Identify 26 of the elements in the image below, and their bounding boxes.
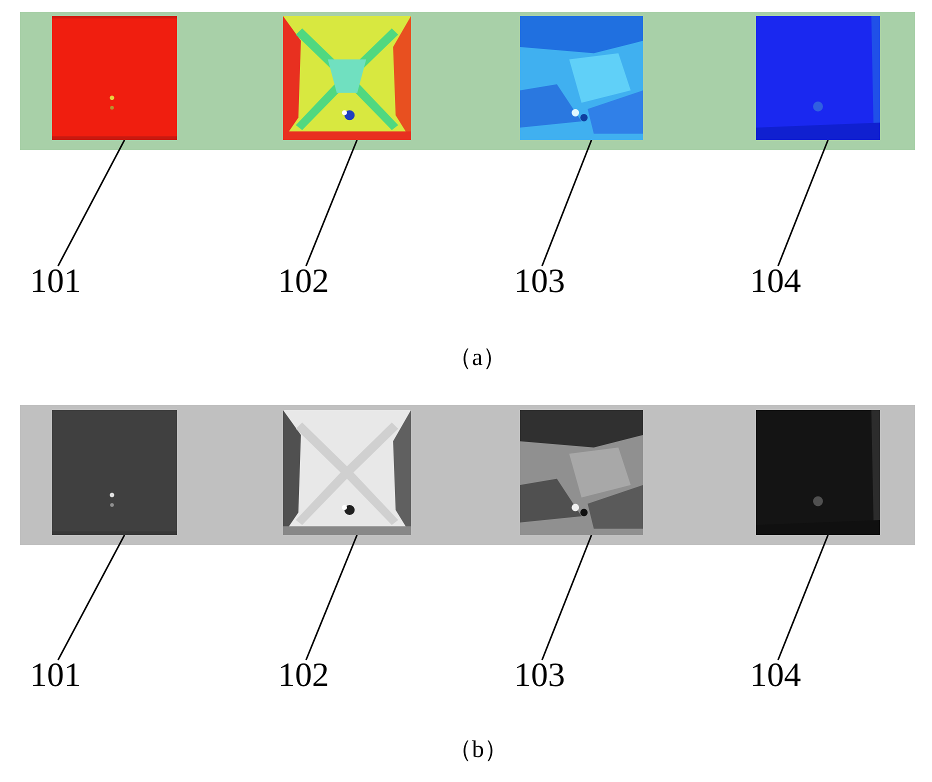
leader-line [541, 534, 592, 660]
leader-line [305, 140, 358, 266]
leader-line [57, 140, 126, 266]
leader-line [777, 534, 829, 660]
callout-number: 101 [30, 262, 81, 302]
leader-line [305, 534, 358, 660]
leader-line [57, 534, 126, 660]
callout-number: 103 [514, 262, 565, 302]
callout-number: 104 [750, 262, 801, 302]
callout-number: 104 [750, 656, 801, 696]
callout-number: 102 [278, 656, 329, 696]
figure-caption: （a） [448, 344, 507, 373]
picture [283, 410, 411, 535]
picture [520, 16, 643, 140]
picture [756, 16, 880, 140]
leader-line [777, 140, 829, 266]
picture [52, 410, 177, 535]
picture [756, 410, 880, 535]
callout-number: 102 [278, 262, 329, 302]
picture [52, 16, 177, 140]
picture [283, 16, 411, 140]
callout-number: 103 [514, 656, 565, 696]
leader-line [541, 140, 592, 266]
picture [520, 410, 643, 535]
callout-number: 101 [30, 656, 81, 696]
figure-caption: （b） [448, 736, 508, 765]
